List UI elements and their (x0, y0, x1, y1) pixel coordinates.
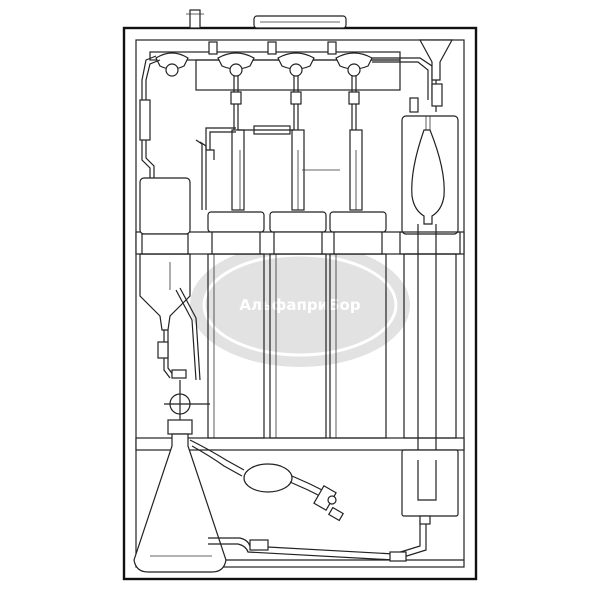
absorption-vessel-1 (207, 211, 265, 439)
watermark-text: АльфаприБор (239, 296, 360, 314)
inlet-tube (139, 55, 161, 180)
bottom-hose (208, 520, 427, 562)
absorption-vessel-2 (269, 211, 327, 439)
leveling-flask (133, 419, 227, 573)
filter-vessel (139, 139, 215, 381)
watermark: АльфаприБор (190, 243, 410, 367)
absorption-vessel-3 (329, 211, 387, 439)
stopcock-3 (277, 52, 315, 77)
vessel-stems (205, 76, 363, 211)
burette (399, 39, 461, 525)
stopcock-1 (155, 52, 189, 77)
stopcock-2 (217, 52, 255, 77)
stopcock-4 (335, 52, 373, 77)
manifold (149, 41, 433, 100)
three-way-cock (164, 369, 210, 420)
bulb-valve (313, 485, 345, 522)
aspirator-bulb (189, 439, 345, 522)
